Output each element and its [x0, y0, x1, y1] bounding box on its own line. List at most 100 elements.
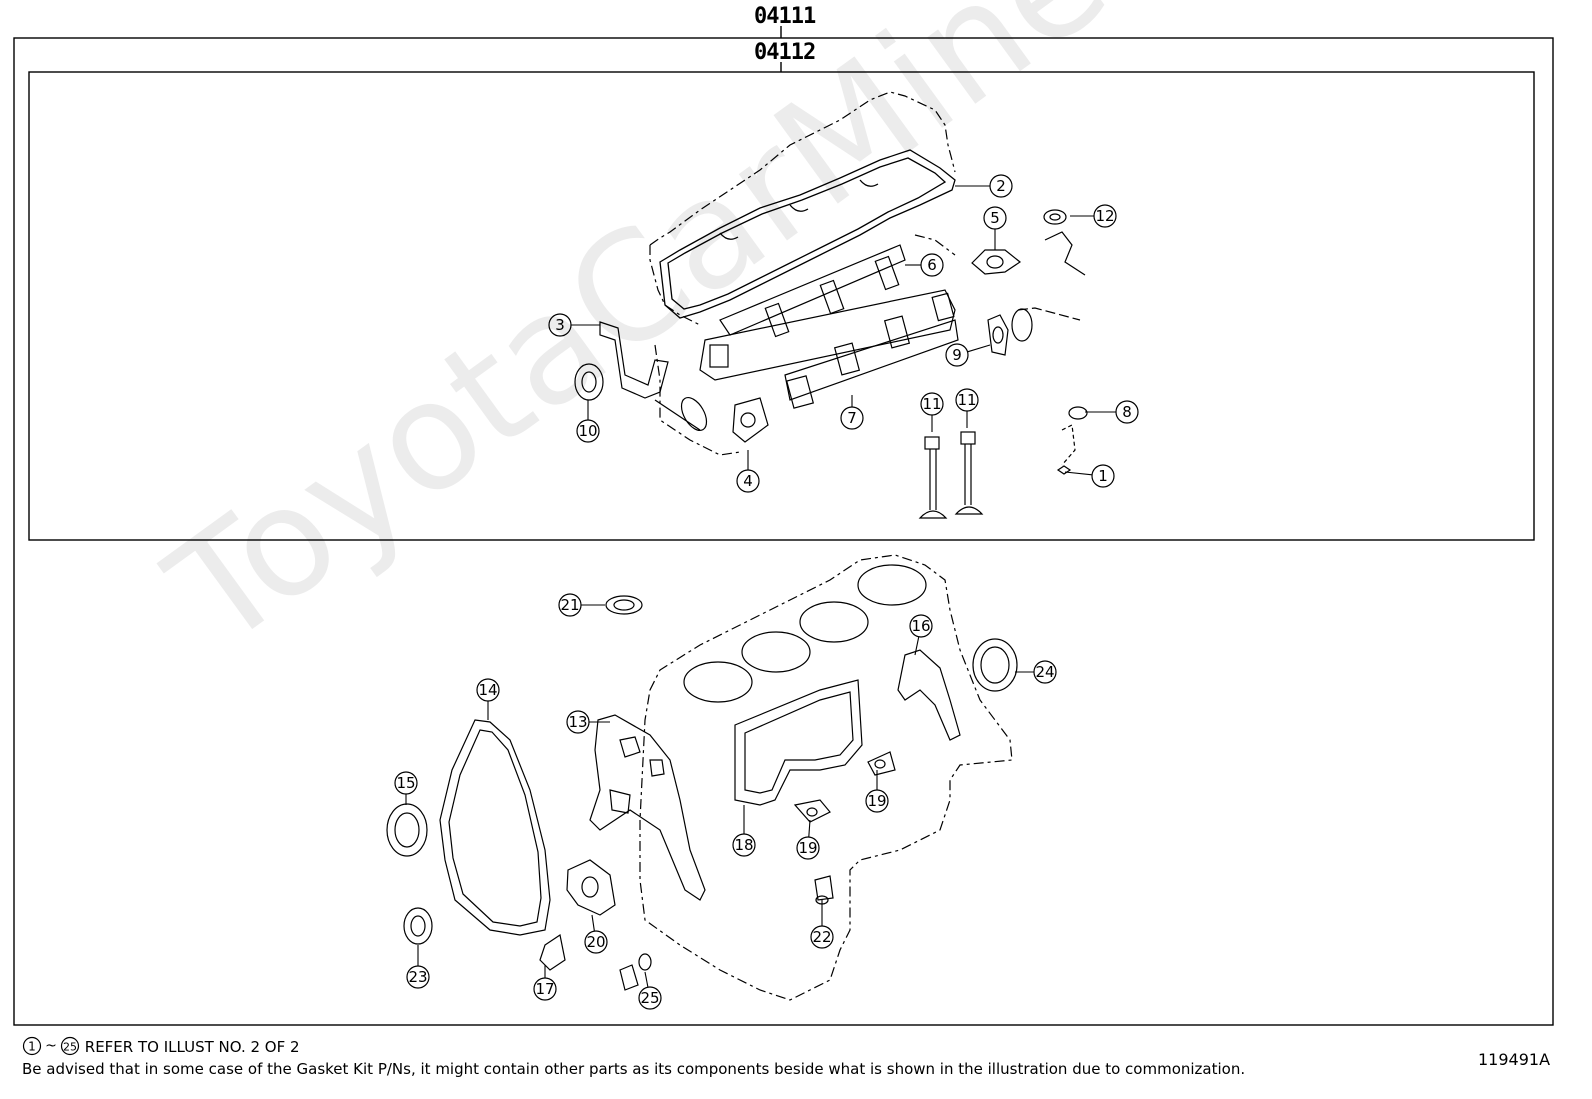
callout-13[interactable]: 13	[566, 710, 610, 734]
refer-range-symbols: 1 ~ 25	[22, 1036, 80, 1056]
callout-circle	[736, 469, 760, 493]
callout-number: 10	[578, 422, 597, 440]
callout-14[interactable]: 14	[476, 678, 500, 720]
callout-leader	[914, 636, 920, 656]
callout-circle	[1091, 464, 1115, 488]
callout-number: 15	[396, 774, 415, 792]
callout-20[interactable]: 20	[584, 914, 608, 954]
refer-text: REFER TO ILLUST NO. 2 OF 2	[84, 1038, 300, 1056]
callout-circle	[533, 977, 557, 1001]
callout-circle	[638, 986, 662, 1010]
callout-9[interactable]: 9	[945, 343, 991, 367]
callout-number: 21	[560, 596, 579, 614]
callout-15[interactable]: 15	[394, 771, 418, 805]
callout-number: 22	[812, 928, 831, 946]
block-gaskets	[386, 595, 1018, 991]
callout-25[interactable]: 25	[638, 971, 662, 1010]
callout-21[interactable]: 21	[558, 593, 605, 617]
callout-circle	[476, 678, 500, 702]
callout-number: 14	[478, 681, 497, 699]
manifold-gasket-7	[699, 289, 959, 409]
callout-17[interactable]: 17	[533, 965, 557, 1001]
callout-16[interactable]: 16	[909, 614, 933, 656]
callout-3[interactable]: 3	[548, 313, 600, 337]
cylinder-block-outline	[639, 554, 1013, 1001]
callout-number: 11	[957, 391, 976, 409]
callout-circle	[810, 925, 834, 949]
callout-circle	[584, 930, 608, 954]
callout-number: 6	[927, 256, 937, 274]
callout-circle	[989, 174, 1013, 198]
callout-1[interactable]: 1	[1064, 464, 1115, 488]
callout-leader	[591, 914, 595, 932]
callout-circle	[840, 406, 864, 430]
callout-circle	[920, 253, 944, 277]
callout-number: 11	[922, 395, 941, 413]
callout-number: 9	[952, 346, 962, 364]
cylinder-head-outline	[649, 91, 956, 456]
callout-6[interactable]: 6	[905, 253, 944, 277]
callout-12[interactable]: 12	[1070, 204, 1117, 228]
callout-circle	[394, 771, 418, 795]
callout-number: 12	[1095, 207, 1114, 225]
callout-8[interactable]: 8	[1085, 400, 1139, 424]
callout-number: 18	[734, 836, 753, 854]
callout-number: 20	[586, 933, 605, 951]
kit-code-outer[interactable]: 04111	[754, 4, 816, 29]
callout-number: 19	[867, 792, 886, 810]
svg-text:25: 25	[63, 1041, 77, 1054]
callout-leader	[1064, 471, 1093, 476]
callout-2[interactable]: 2	[955, 174, 1013, 198]
callout-circle	[945, 343, 969, 367]
callout-11[interactable]: 11	[920, 392, 944, 432]
callout-leader	[967, 344, 991, 353]
callout-number: 16	[911, 617, 930, 635]
callout-leader	[644, 971, 649, 988]
callout-circle	[1033, 660, 1057, 684]
callout-number: 17	[535, 980, 554, 998]
kit-code-inner[interactable]: 04112	[754, 40, 816, 65]
callout-circle	[576, 419, 600, 443]
callout-leader	[808, 819, 811, 838]
svg-text:1: 1	[28, 1040, 36, 1054]
callout-circle	[548, 313, 572, 337]
callout-circle	[406, 965, 430, 989]
head-cover-gasket	[659, 149, 956, 319]
callout-circle	[865, 789, 889, 813]
callout-5[interactable]: 5	[983, 206, 1007, 250]
callout-7[interactable]: 7	[840, 395, 864, 430]
callout-18[interactable]: 18	[732, 805, 756, 857]
callout-23[interactable]: 23	[406, 945, 430, 989]
callout-number: 25	[640, 989, 659, 1007]
callout-19[interactable]: 19	[865, 770, 889, 813]
callout-number: 7	[847, 409, 857, 427]
manifold-gasket-6	[719, 244, 906, 338]
callout-number: 19	[798, 839, 817, 857]
callout-circle	[796, 836, 820, 860]
kit-box-outer	[13, 37, 1554, 1026]
callout-number: 24	[1035, 663, 1054, 681]
callout-circle	[1115, 400, 1139, 424]
callout-circle	[909, 614, 933, 638]
callout-19[interactable]: 19	[796, 819, 820, 860]
callout-4[interactable]: 4	[736, 450, 760, 493]
note-refer: 1 ~ 25 REFER TO ILLUST NO. 2 OF 2	[22, 1036, 300, 1056]
callout-circle	[1093, 204, 1117, 228]
callout-10[interactable]: 10	[576, 400, 600, 443]
callout-number: 2	[996, 177, 1006, 195]
upper-small-parts	[574, 209, 1088, 519]
callout-22[interactable]: 22	[810, 900, 834, 949]
callout-number: 1	[1098, 467, 1108, 485]
callout-24[interactable]: 24	[1015, 660, 1057, 684]
svg-text:~: ~	[45, 1038, 57, 1054]
callout-number: 23	[408, 968, 427, 986]
callout-number: 13	[568, 713, 587, 731]
callout-circle	[558, 593, 582, 617]
note-disclaimer: Be advised that in some case of the Gask…	[22, 1060, 1246, 1078]
illustration-id: 119491A	[1478, 1050, 1551, 1069]
kit-box-inner	[28, 71, 1535, 541]
callout-11[interactable]: 11	[955, 388, 979, 428]
